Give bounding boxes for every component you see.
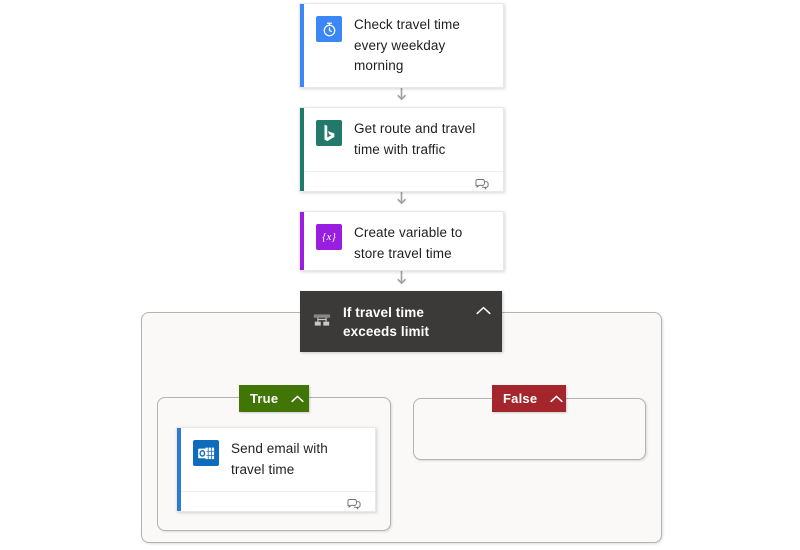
card-accent-bar [300,4,304,87]
action-card-trigger[interactable]: Check travel time every weekday morning [299,3,504,88]
card-header: Get route and travel time with traffic [300,108,503,171]
card-accent-bar [177,428,181,511]
branch-badge-false[interactable]: False [492,385,566,412]
action-card-init-variable[interactable]: {x} Create variable to store travel time [299,211,504,271]
card-title: Check travel time every weekday morning [354,17,460,73]
card-title: Get route and travel time with traffic [354,121,476,157]
card-footer [177,491,375,519]
chevron-up-icon[interactable] [550,391,563,407]
condition-node[interactable]: If travel time exceeds limit [300,291,502,352]
card-header: Send email with travel time [177,428,375,491]
condition-branch-icon [310,310,334,334]
alarm-clock-icon [316,16,342,42]
outlook-icon [193,440,219,466]
chevron-up-icon[interactable] [472,299,494,321]
card-accent-bar [300,212,304,270]
condition-title: If travel time exceeds limit [343,304,430,339]
card-header: Check travel time every weekday morning [300,4,503,88]
variable-icon-glyph: {x} [322,231,336,243]
action-card-send-email[interactable]: Send email with travel time [176,427,376,512]
bing-icon [316,120,342,146]
card-accent-bar [300,108,304,191]
card-footer [300,171,503,199]
comments-icon[interactable] [347,497,361,515]
variable-icon: {x} [316,224,342,250]
branch-badge-label: True [250,391,279,406]
branch-badge-true[interactable]: True [239,385,309,412]
card-header: {x} Create variable to store travel time [300,212,503,275]
branch-badge-label: False [503,391,538,406]
comments-icon[interactable] [475,177,489,195]
card-title: Create variable to store travel time [354,225,463,261]
card-title: Send email with travel time [231,441,328,477]
action-card-bing-maps[interactable]: Get route and travel time with traffic [299,107,504,192]
chevron-up-icon[interactable] [291,391,304,407]
